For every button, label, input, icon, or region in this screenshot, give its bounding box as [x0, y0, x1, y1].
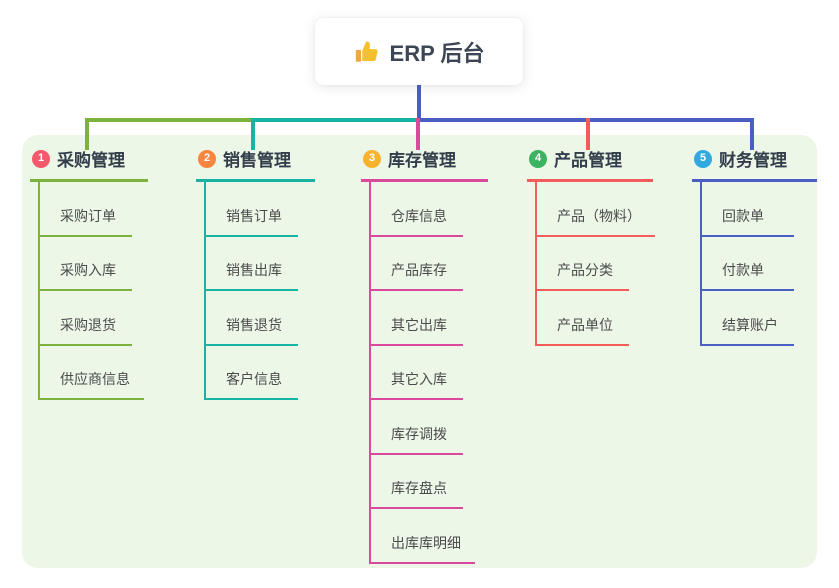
child-label: 产品单位 [557, 316, 613, 333]
child-node[interactable]: 回款单 [702, 182, 794, 237]
branch-children: 产品（物料） 产品分类产品单位 [535, 182, 655, 346]
child-label: 库存调拨 [391, 425, 447, 442]
branch-children: 回款单付款单结算账户 [700, 182, 817, 346]
branch-1: 1 采购管理采购订单采购入库采购退货供应商信息 [30, 146, 148, 400]
branch-label: 财务管理 [719, 151, 787, 170]
child-node[interactable]: 付款单 [702, 237, 794, 291]
branch-number-badge: 1 [32, 149, 50, 168]
child-node[interactable]: 采购入库 [40, 237, 132, 291]
branch-number-badge: 2 [198, 149, 216, 168]
child-label: 销售退货 [226, 316, 282, 333]
child-label: 产品库存 [391, 262, 447, 278]
child-node[interactable]: 销售出库 [206, 237, 298, 291]
branch-drop-line [251, 118, 255, 150]
branch-drop-line [586, 118, 590, 150]
child-label: 其它入库 [391, 371, 447, 387]
bus-segment-line [87, 118, 253, 122]
child-node[interactable]: 供应商信息 [40, 346, 144, 400]
branch-children: 销售订单销售出库销售退货客户信息 [204, 182, 315, 400]
branch-drop-line [750, 118, 754, 150]
branch-3: 3 库存管理仓库信息产品库存其它出库其它入库库存调拨库存盘点出库库明细 [361, 146, 488, 564]
child-node[interactable]: 仓库信息 [371, 182, 463, 237]
child-node[interactable]: 产品（物料） [537, 182, 655, 237]
child-node[interactable]: 其它入库 [371, 346, 463, 400]
branch-number-badge: 5 [694, 149, 712, 168]
branch-number-badge: 3 [363, 149, 381, 168]
child-label: 其它出库 [391, 316, 447, 333]
thumbs-up-icon [354, 39, 380, 65]
child-node[interactable]: 产品库存 [371, 237, 463, 291]
child-label: 采购退货 [60, 316, 116, 333]
root-stem-line [417, 85, 421, 122]
branch-label: 销售管理 [223, 151, 291, 170]
branch-5: 5 财务管理回款单付款单结算账户 [692, 146, 817, 346]
child-label: 供应商信息 [60, 371, 130, 387]
branch-title[interactable]: 1 采购管理 [30, 146, 148, 182]
branch-children: 采购订单采购入库采购退货供应商信息 [38, 182, 148, 400]
branch-title[interactable]: 5 财务管理 [692, 146, 817, 182]
root-node[interactable]: ERP 后台 [315, 18, 523, 85]
child-node[interactable]: 结算账户 [702, 291, 794, 346]
child-label: 采购入库 [60, 262, 116, 278]
branch-title[interactable]: 3 库存管理 [361, 146, 488, 182]
child-label: 销售订单 [226, 207, 282, 224]
child-label: 采购订单 [60, 207, 116, 224]
branch-2: 2 销售管理销售订单销售出库销售退货客户信息 [196, 146, 315, 400]
branch-label: 库存管理 [388, 151, 456, 170]
child-node[interactable]: 销售订单 [206, 182, 298, 237]
child-label: 客户信息 [226, 371, 282, 387]
child-node[interactable]: 库存盘点 [371, 455, 463, 509]
branch-number-badge: 4 [529, 149, 547, 168]
child-label: 产品分类 [557, 262, 613, 278]
branch-label: 产品管理 [554, 151, 622, 170]
child-node[interactable]: 库存调拨 [371, 400, 463, 455]
child-node[interactable]: 其它出库 [371, 291, 463, 346]
branch-4: 4 产品管理产品（物料） 产品分类产品单位 [527, 146, 655, 346]
branch-title[interactable]: 4 产品管理 [527, 146, 653, 182]
child-label: 结算账户 [722, 316, 778, 333]
child-label: 产品（物料） [557, 207, 641, 224]
child-node[interactable]: 产品分类 [537, 237, 629, 291]
branches-panel [22, 135, 817, 568]
child-node[interactable]: 出库库明细 [371, 509, 475, 564]
bus-segment-line [253, 118, 421, 122]
root-label: ERP 后台 [389, 40, 485, 66]
child-label: 付款单 [722, 262, 764, 278]
branch-label: 采购管理 [57, 151, 125, 170]
child-label: 回款单 [722, 207, 764, 224]
child-node[interactable]: 客户信息 [206, 346, 298, 400]
child-node[interactable]: 采购订单 [40, 182, 132, 237]
bus-segment-line [417, 118, 754, 122]
child-node[interactable]: 产品单位 [537, 291, 629, 346]
branch-children: 仓库信息产品库存其它出库其它入库库存调拨库存盘点出库库明细 [369, 182, 488, 564]
child-label: 库存盘点 [391, 480, 447, 496]
child-label: 出库库明细 [391, 534, 461, 551]
branch-drop-line [85, 118, 89, 150]
branch-drop-line [416, 118, 420, 150]
child-label: 销售出库 [226, 262, 282, 278]
child-label: 仓库信息 [391, 207, 447, 224]
child-node[interactable]: 销售退货 [206, 291, 298, 346]
branch-title[interactable]: 2 销售管理 [196, 146, 315, 182]
child-node[interactable]: 采购退货 [40, 291, 132, 346]
